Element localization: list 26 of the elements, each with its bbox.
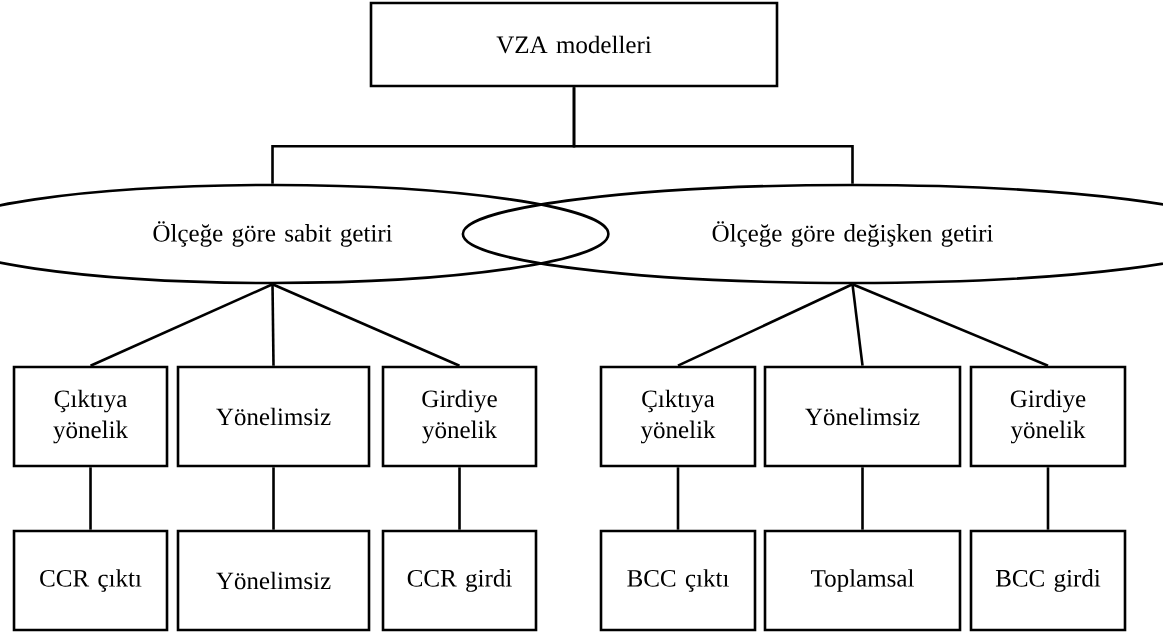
model-box: Yönelimsiz [176,529,371,632]
connector-line [272,283,461,367]
orientation-box: Yönelimsiz [763,365,962,468]
orientation-box: Çıktıya yönelik [12,365,169,468]
model-box: CCR çıktı [12,529,169,632]
connector-line [89,283,274,367]
title-box: VZA modelleri [369,1,779,88]
connector-line [89,467,92,530]
orientation-box: Girdiye yönelik [381,365,538,468]
connector-line [852,283,1049,367]
connector-line [676,467,680,530]
model-box: BCC çıktı [599,529,757,632]
orientation-box: Çıktıya yönelik [599,365,757,468]
model-box: BCC girdi [969,529,1127,632]
connector-line [272,467,275,530]
orientation-box: Girdiye yönelik [969,365,1127,468]
orientation-box: Yönelimsiz [176,365,371,468]
model-box: Toplamsal [763,529,962,632]
connector-line [861,467,864,530]
connector-line [271,284,275,366]
connector-line [851,284,864,366]
connector-line [677,283,854,367]
model-box: CCR girdi [381,529,538,632]
connector-line [458,467,461,530]
connector-line [572,87,854,184]
connector-line [1046,467,1050,530]
